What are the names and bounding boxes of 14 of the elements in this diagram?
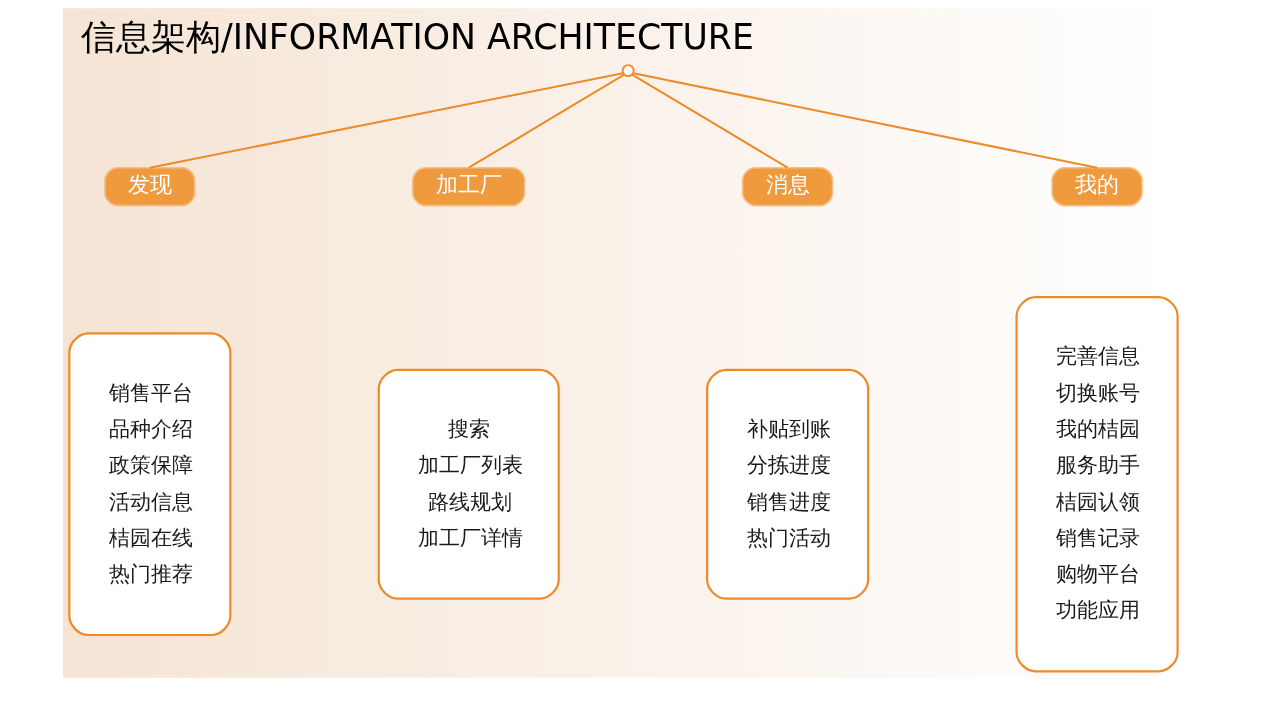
node-box: 搜索 加工厂列表 路线规划 加工厂详情: [377, 368, 560, 600]
connector: [149, 72, 623, 169]
node-box: 发现: [103, 166, 196, 207]
node-box: 销售平台 品种介绍 政策保障 活动信息 桔园在线 热门推荐: [67, 332, 231, 637]
connector: [632, 72, 1097, 169]
node-box: 补贴到账 分拣进度 销售进度 热门活动: [705, 368, 869, 600]
node-box: 我的: [1050, 166, 1143, 207]
connector: [467, 73, 625, 169]
node-box: 完善信息 切换账号 我的桔园 服务助手 桔园认领 销售记录 购物平台 功能应用: [1014, 296, 1179, 673]
connector: [631, 73, 788, 169]
node-box: 加工厂: [411, 166, 526, 207]
diagram-title: 信息架构/INFORMATION ARCHITECTURE: [80, 16, 754, 57]
node-box: 消息: [741, 166, 833, 207]
node-circle: [621, 64, 635, 78]
